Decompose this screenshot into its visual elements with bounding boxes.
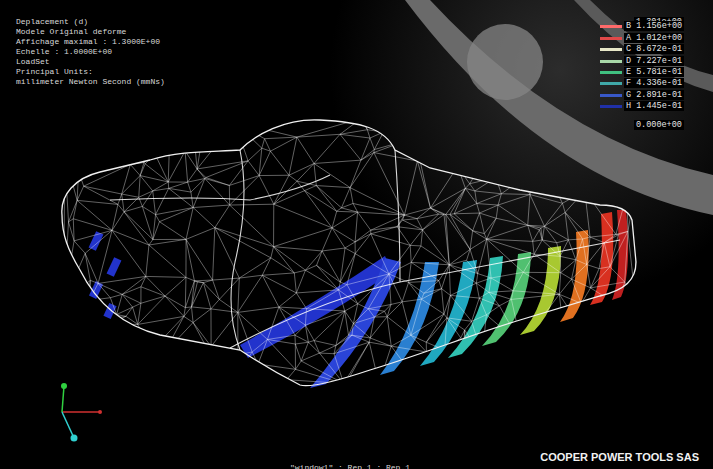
company-watermark-holder: COOPER POWER TOOLS SAS [540, 447, 699, 465]
legend-row: G 2.891e-01 [600, 90, 700, 100]
grey-disc [467, 24, 543, 100]
mesh-lines [64, 119, 640, 395]
legend-row: D 7.227e-01 [600, 56, 700, 66]
info-text: Modele Original deforme [16, 27, 126, 36]
scale-min-holder: 0.000e+00 [634, 113, 684, 131]
axis-dot [71, 435, 78, 442]
legend-value: A 1.012e+00 [624, 33, 684, 43]
grey-band [574, 0, 713, 92]
axis-z [62, 412, 74, 438]
displacement-band [612, 210, 628, 300]
legend-swatch [600, 105, 622, 108]
axis-dot [61, 383, 67, 389]
info-text-holder: Deplacement (d) [16, 10, 88, 28]
info-text: Affichage maximal : 1.3000E+00 [16, 37, 160, 46]
axis-triad [61, 383, 102, 442]
legend-swatch [600, 37, 622, 40]
legend-row: E 5.781e-01 [600, 67, 700, 77]
axis-dot [98, 410, 102, 414]
legend-row: C 8.672e-01 [600, 44, 700, 54]
legend-row: H 1.445e-01 [600, 101, 700, 111]
legend-swatch [600, 48, 622, 51]
displacement-band [89, 281, 103, 299]
grey-band [405, 0, 713, 215]
legend-swatch [600, 71, 622, 74]
company-watermark: COOPER POWER TOOLS SAS [540, 451, 699, 463]
info-text-holder: Principal Units: [16, 60, 93, 78]
legend-value: D 7.227e-01 [624, 56, 684, 66]
info-text-holder: LoadSet [16, 50, 50, 68]
info-text: Principal Units: [16, 67, 93, 76]
window-caption-holder: "window1" : Rep.1 : Rep.1 [290, 456, 410, 469]
window-caption: "window1" : Rep.1 : Rep.1 [290, 463, 410, 469]
legend-row: A 1.012e+00 [600, 33, 700, 43]
legend-row: F 4.336e-01 [600, 78, 700, 88]
info-text-holder: Echelle : 1.0000E+00 [16, 40, 112, 58]
displacement-band [107, 257, 122, 277]
info-text: Echelle : 1.0000E+00 [16, 47, 112, 56]
legend-value: F 4.336e-01 [624, 78, 684, 88]
info-text: Deplacement (d) [16, 17, 88, 26]
info-text: millimeter Newton Second (mmNs) [16, 77, 165, 86]
info-text-holder: millimeter Newton Second (mmNs) [16, 70, 165, 88]
legend-row: B 1.156e+00 [600, 21, 700, 31]
legend-value: B 1.156e+00 [624, 21, 684, 31]
legend-swatch [600, 60, 622, 63]
axis-y [62, 386, 64, 412]
info-text-holder: Affichage maximal : 1.3000E+00 [16, 30, 160, 48]
legend-value: H 1.445e-01 [624, 101, 684, 111]
axis-x [62, 411, 100, 413]
legend-swatch [600, 82, 622, 85]
legend-value: C 8.672e-01 [624, 44, 684, 54]
legend-swatch [600, 94, 622, 97]
legend-value: G 2.891e-01 [624, 90, 684, 100]
info-text-holder: Modele Original deforme [16, 20, 126, 38]
displacement-band [520, 246, 561, 335]
legend-swatch [600, 25, 622, 28]
legend-value: E 5.781e-01 [624, 67, 684, 77]
displacement-band [560, 230, 589, 322]
scale-min: 0.000e+00 [634, 120, 684, 130]
info-text: LoadSet [16, 57, 50, 66]
displacement-band [89, 231, 104, 251]
